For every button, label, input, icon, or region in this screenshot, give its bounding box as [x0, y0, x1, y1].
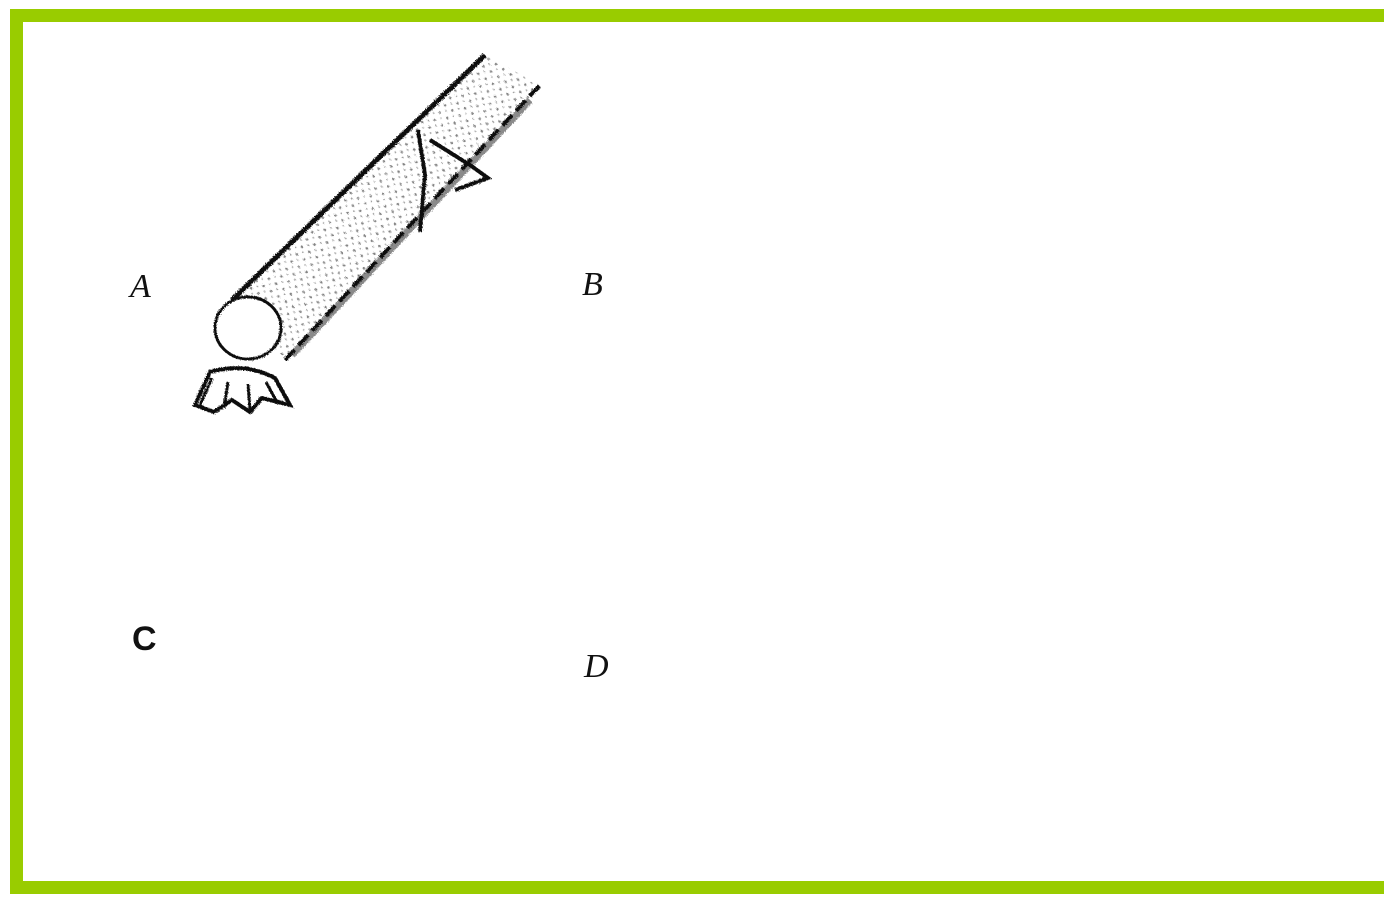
panel-label-c: C — [132, 622, 157, 656]
panel-a-drawing — [195, 55, 540, 412]
panel-a-stump — [195, 368, 290, 412]
panel-label-a: A — [130, 270, 151, 304]
panel-label-b: B — [582, 268, 603, 302]
panel-label-d: D — [584, 650, 609, 684]
panel-a-cut-end — [215, 297, 281, 359]
